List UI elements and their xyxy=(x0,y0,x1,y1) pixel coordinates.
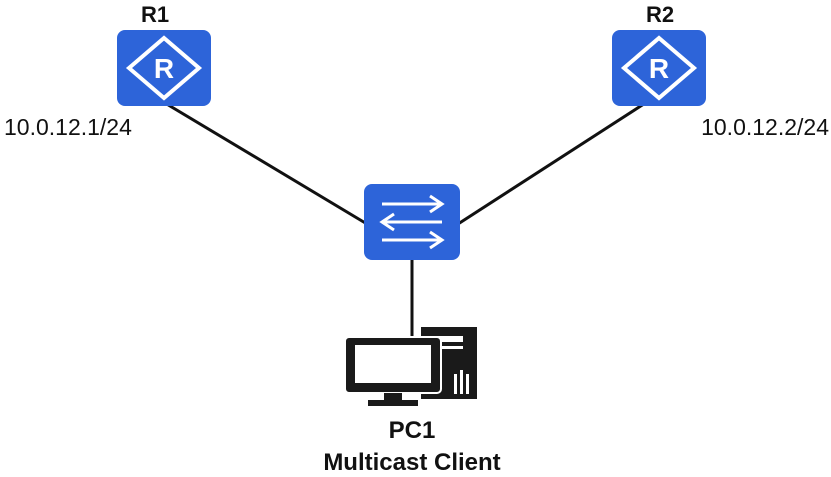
router-icon: R xyxy=(117,30,211,106)
pc-icon xyxy=(344,327,477,406)
link-r1-switch xyxy=(159,98,368,226)
link-r2-switch xyxy=(457,98,651,226)
switch[interactable] xyxy=(364,184,460,260)
pc1-role: Multicast Client xyxy=(323,449,500,476)
pc1-name: PC1 xyxy=(389,417,436,444)
r2-ip: 10.0.12.2/24 xyxy=(701,114,829,140)
r2-name: R2 xyxy=(646,2,674,27)
router-icon: R xyxy=(612,30,706,106)
switch-icon xyxy=(364,184,460,260)
router-r2[interactable]: R xyxy=(612,30,706,106)
svg-text:R: R xyxy=(154,53,174,84)
r1-ip: 10.0.12.1/24 xyxy=(4,114,132,140)
r1-name: R1 xyxy=(141,2,169,27)
svg-text:R: R xyxy=(649,53,669,84)
pc1[interactable] xyxy=(344,327,477,406)
router-r1[interactable]: R xyxy=(117,30,211,106)
